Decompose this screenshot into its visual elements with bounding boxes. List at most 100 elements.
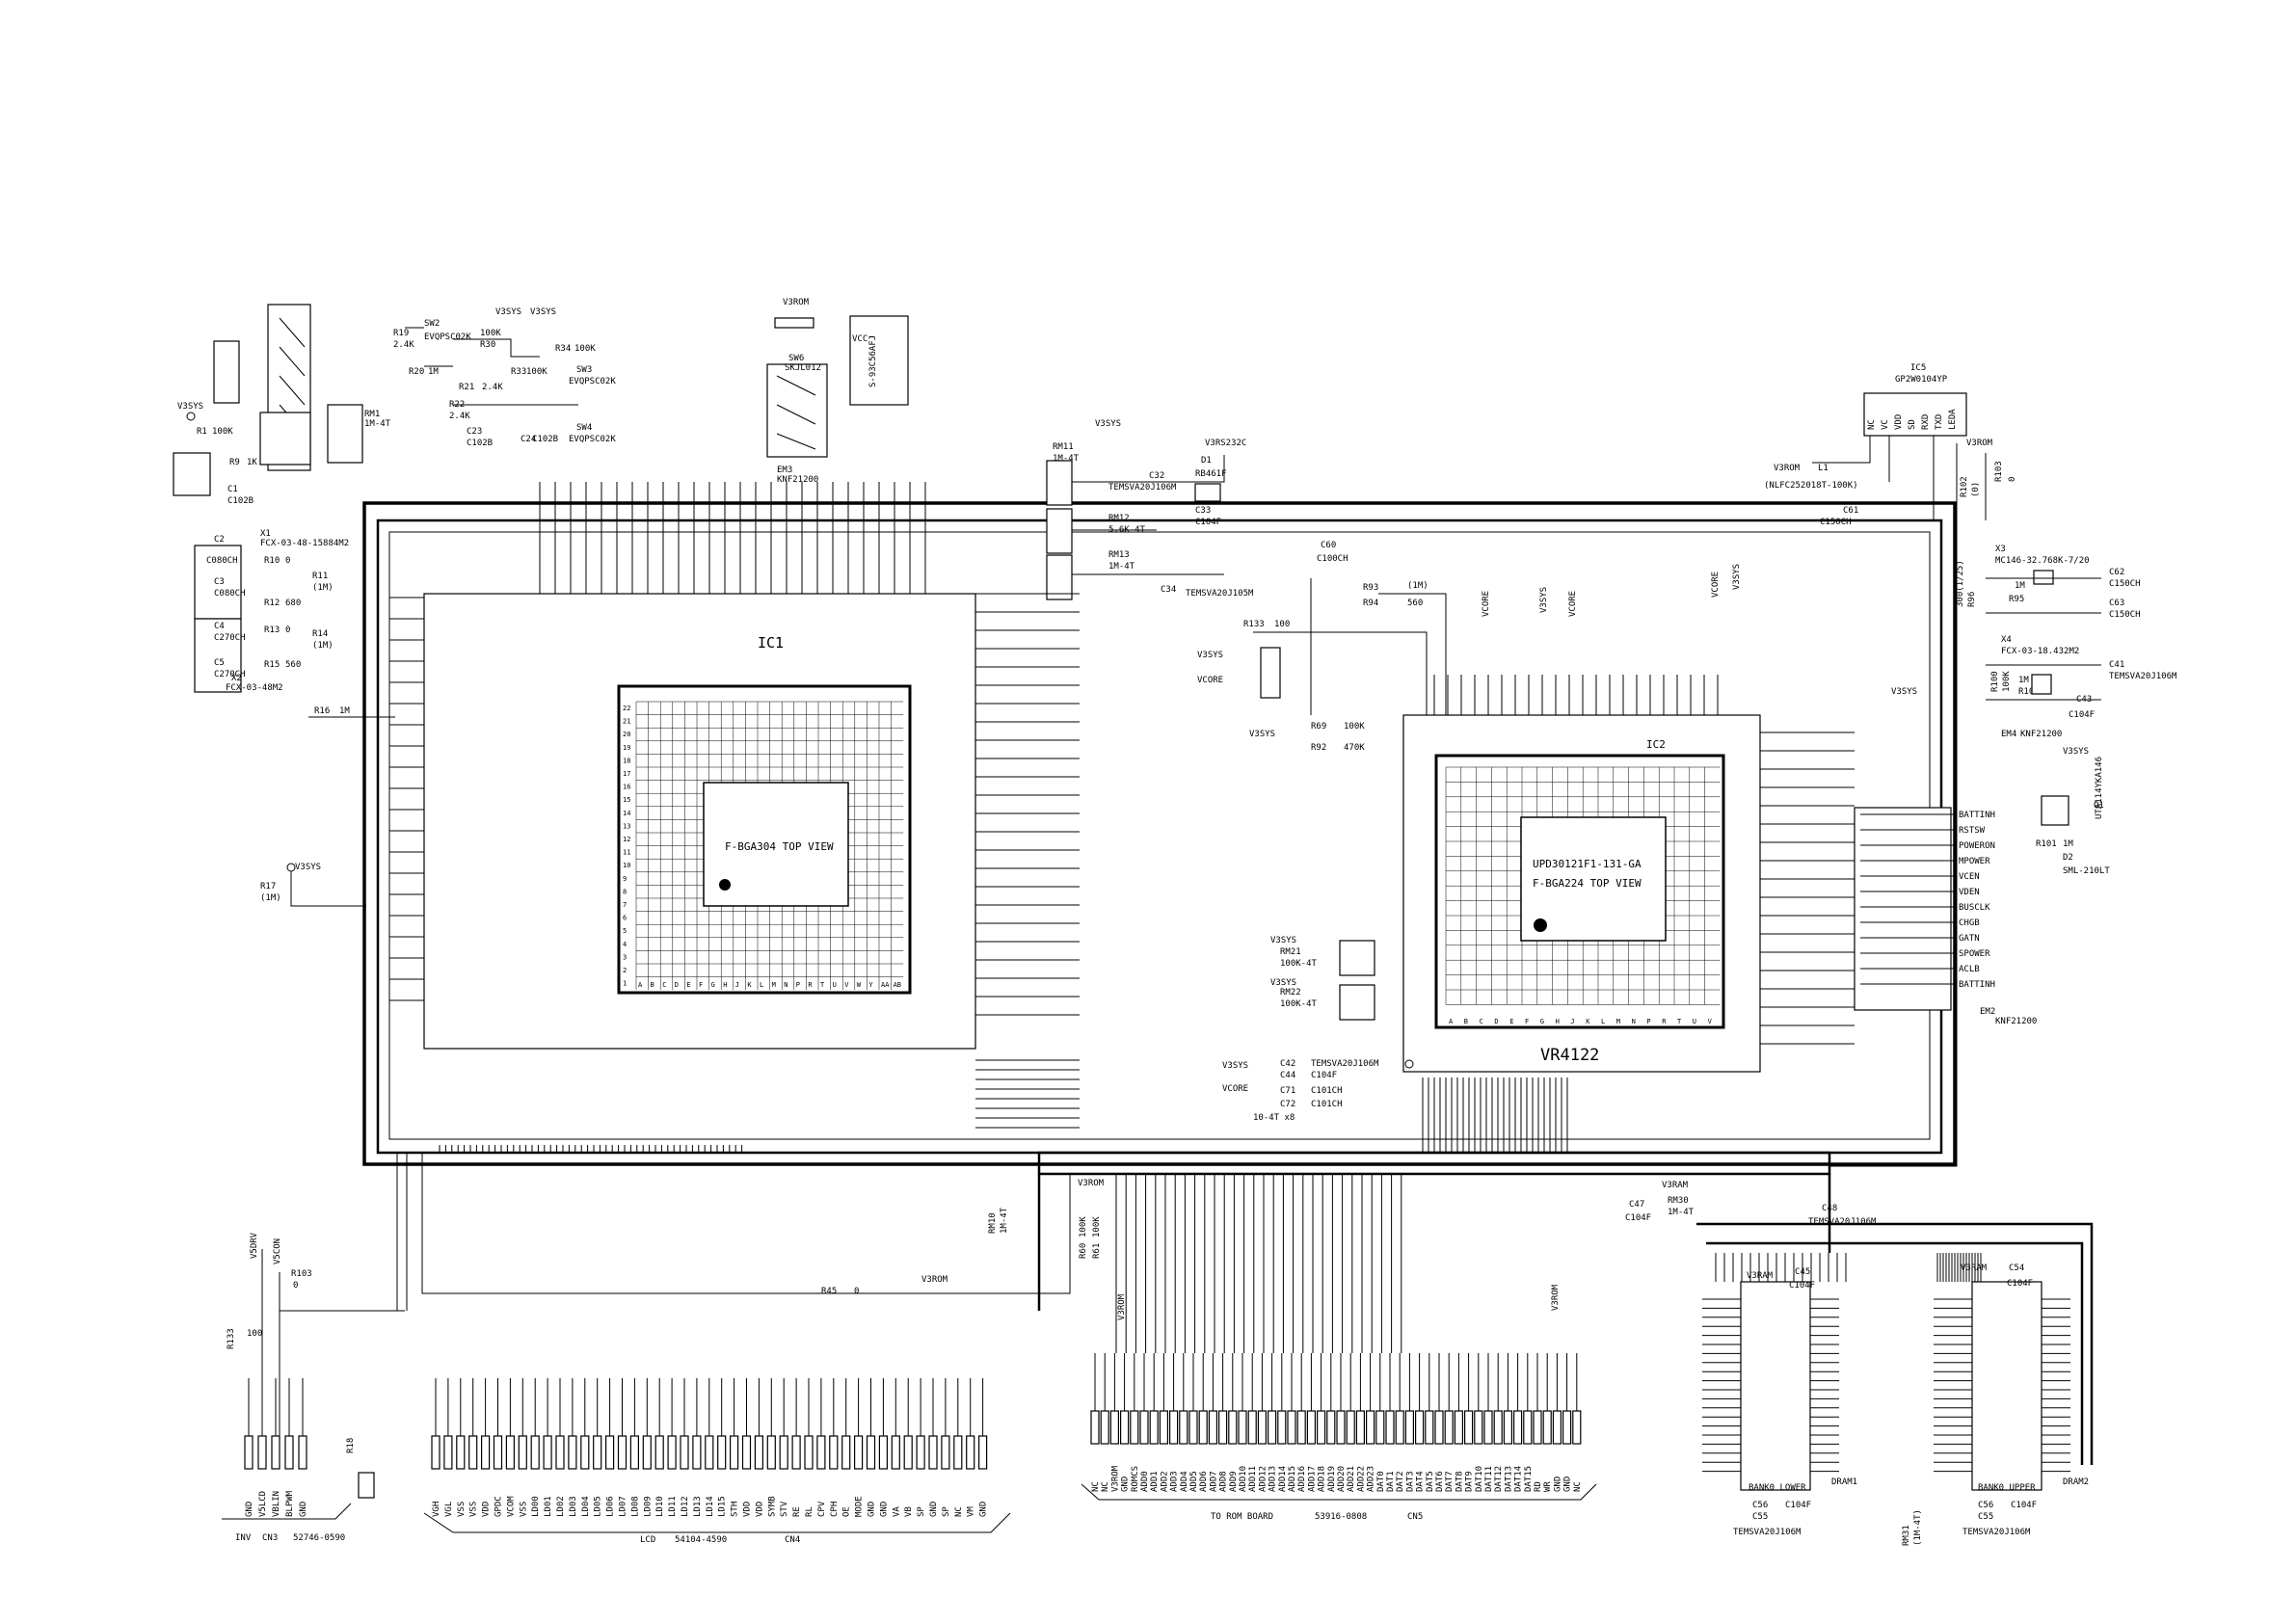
cn5-pin: [1119, 1410, 1130, 1445]
r19-value: 2.4K: [393, 340, 414, 350]
cn5-pin-label: DAT5: [1426, 1471, 1435, 1492]
cn4-pin: [481, 1435, 491, 1470]
cn3-pin: [244, 1435, 254, 1470]
q1-part: UTA114YKA146: [2095, 757, 2104, 819]
cn4-pin-label: VGL: [444, 1502, 454, 1517]
cn4-pin: [680, 1435, 689, 1470]
cn5-pin: [1238, 1410, 1247, 1445]
cn5-pin: [1425, 1410, 1434, 1445]
r22-value: 2.4K: [449, 412, 470, 421]
cn5-pin-label: DAT3: [1405, 1471, 1415, 1492]
cn5-pin-label: ADD3: [1170, 1471, 1180, 1492]
ic1-row-label: 2: [623, 967, 627, 974]
v3sys-label-top4: V3SYS: [1732, 564, 1742, 590]
r1-value: 100K: [212, 427, 233, 437]
v3rom-label-cn4: V3ROM: [921, 1275, 948, 1285]
ic1-col-label: N: [784, 981, 788, 989]
c3-label: C3: [214, 577, 225, 587]
cn4-pin-label: GND: [868, 1502, 877, 1517]
ic5-pin-label: RXD: [1921, 414, 1931, 430]
r61-label: R61: [1092, 1243, 1102, 1259]
c61-label: C63: [2109, 599, 2124, 608]
signal-traces: [389, 482, 1982, 1353]
cn3-pin: [298, 1435, 307, 1470]
cn5-pin-label: RD: [1534, 1481, 1543, 1492]
right-signal-label: ACLB: [1959, 965, 1980, 974]
cn4-pin-label: VSS: [519, 1502, 528, 1517]
v3sys-label-top3: V3SYS: [1539, 587, 1549, 613]
cn4-pin: [953, 1435, 963, 1470]
ic1-col-label: B: [651, 981, 654, 989]
cn5-pin-label: DAT1: [1386, 1471, 1396, 1492]
r11-label: R11: [312, 572, 328, 581]
cn5-pin: [1404, 1410, 1415, 1445]
r9-value: 1K: [247, 458, 257, 467]
cn5-pin-label: DAT14: [1514, 1466, 1524, 1492]
cn5-pin: [1247, 1410, 1257, 1445]
r133-label: R133: [1243, 620, 1265, 629]
dram-bus-caps: V3RAM RM30 1M-4T C47 C104F C48 TEMSVA20J…: [1625, 1181, 1877, 1227]
cn4-pin: [468, 1435, 478, 1470]
ic1-col-label: R: [808, 981, 813, 989]
right-signal-label: GATN: [1959, 934, 1980, 944]
cn5-pin: [1572, 1410, 1582, 1445]
r33-label: R33: [511, 367, 526, 377]
c34-label: C34: [1161, 585, 1176, 595]
c57-value: C150CH: [1820, 518, 1852, 527]
cn4-pin-label: LD05: [594, 1496, 603, 1517]
dram1-chip: V3RAM C45 C104F BANK0 LOWER DRAM1 C56 C1…: [1702, 1267, 1857, 1537]
cn5-ref: CN5: [1407, 1512, 1423, 1522]
ic2-col-label: D: [1494, 1018, 1498, 1025]
v3rom-label-cn5a: V3ROM: [1078, 1179, 1105, 1188]
ic2-col-label: N: [1632, 1018, 1636, 1025]
c44-value: C101CH: [1311, 1100, 1343, 1109]
cn5-pin: [1257, 1410, 1268, 1445]
cn5-pin-label: DAT8: [1455, 1471, 1464, 1492]
cn4-pin-label: LD03: [569, 1496, 578, 1517]
cn4-pin-label: CPH: [830, 1502, 840, 1517]
v3sys-label-c41: V3SYS: [1222, 1061, 1248, 1071]
cn5-pin-label: DAT4: [1416, 1471, 1426, 1492]
cn4-pin-label: VGH: [432, 1502, 441, 1517]
v5drv-label: V5DRV: [250, 1232, 259, 1259]
bus-frame: [362, 443, 2094, 1465]
ic1-row-label: 12: [623, 836, 630, 843]
c4-label: C4: [214, 622, 225, 631]
sw6-part: SKJL012: [785, 363, 821, 373]
c24-label: C24: [521, 435, 536, 444]
cn5-pin: [1414, 1410, 1425, 1445]
ic2-cpu-name: VR4122: [1540, 1046, 1599, 1065]
cn5-pin-label: ADD18: [1318, 1466, 1327, 1492]
cn5-pin-label: DAT7: [1445, 1471, 1455, 1492]
r1-label: R1: [197, 427, 207, 437]
v3sys-label-c37: V3SYS: [1197, 651, 1223, 660]
rm12-label: RM12: [1108, 514, 1130, 523]
c58-label: C60: [1321, 541, 1336, 550]
cn5-pin-label: ADD6: [1199, 1471, 1209, 1492]
cn4-pin-label: VDD: [755, 1502, 764, 1517]
ic1-ref: IC1: [758, 634, 784, 652]
cn4-name: LCD: [640, 1535, 655, 1545]
cn4-pin-label: LD06: [606, 1496, 616, 1517]
c55-value: TEMSVA20J106M: [1962, 1528, 2031, 1537]
rm31-value: (1M-4T): [1913, 1509, 1923, 1546]
ic2-col-label: G: [1540, 1018, 1544, 1025]
rm22-value: 100K-4T: [1280, 999, 1318, 1009]
sw6-label: SW6: [788, 354, 804, 363]
cn4-pin: [754, 1435, 764, 1470]
ic1-row-label: 5: [623, 927, 627, 935]
cn5-pin: [1139, 1410, 1149, 1445]
v3rom-label-l1: V3ROM: [1774, 464, 1801, 473]
d2-part: SML-210LT: [2063, 866, 2110, 876]
cn4-pin: [916, 1435, 925, 1470]
cn5-pin-label: DAT0: [1376, 1471, 1386, 1492]
cn4-pin: [580, 1435, 590, 1470]
cn5-pin-label: NC: [1101, 1481, 1110, 1492]
r20-value: 1M: [428, 367, 439, 377]
r96-label: R101: [2036, 839, 2057, 849]
c3-value: C080CH: [214, 589, 246, 599]
rm22-label: RM22: [1280, 988, 1301, 998]
cn5-pin-label: DAT9: [1465, 1471, 1475, 1492]
r69-label: R94: [1363, 599, 1378, 608]
